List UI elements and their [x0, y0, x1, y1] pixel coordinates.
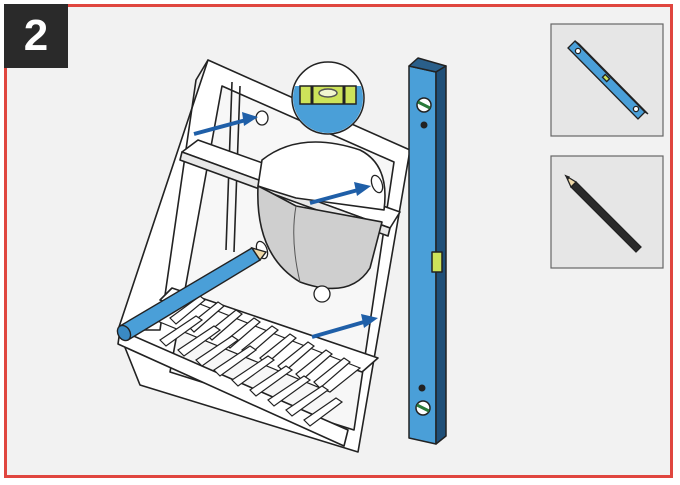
mounting-slot-right	[370, 174, 384, 194]
step-number-badge: 2	[4, 4, 68, 68]
arrow-upper-hole	[193, 112, 258, 136]
pencil-marking	[116, 246, 268, 342]
marking-arrows	[193, 112, 378, 339]
tool-box-pencil	[550, 155, 664, 269]
cable-hole	[313, 285, 331, 303]
mounting-hole-upper	[255, 110, 269, 126]
spirit-level-icon	[567, 40, 649, 120]
arrow-right-slot	[309, 182, 371, 205]
pencil-icon	[564, 174, 642, 253]
tools-required	[550, 23, 664, 269]
arrow-level-bottom	[311, 314, 378, 339]
tine-rack	[148, 295, 362, 427]
spirit-level	[408, 57, 447, 445]
level-bubble-zoom	[291, 61, 365, 135]
